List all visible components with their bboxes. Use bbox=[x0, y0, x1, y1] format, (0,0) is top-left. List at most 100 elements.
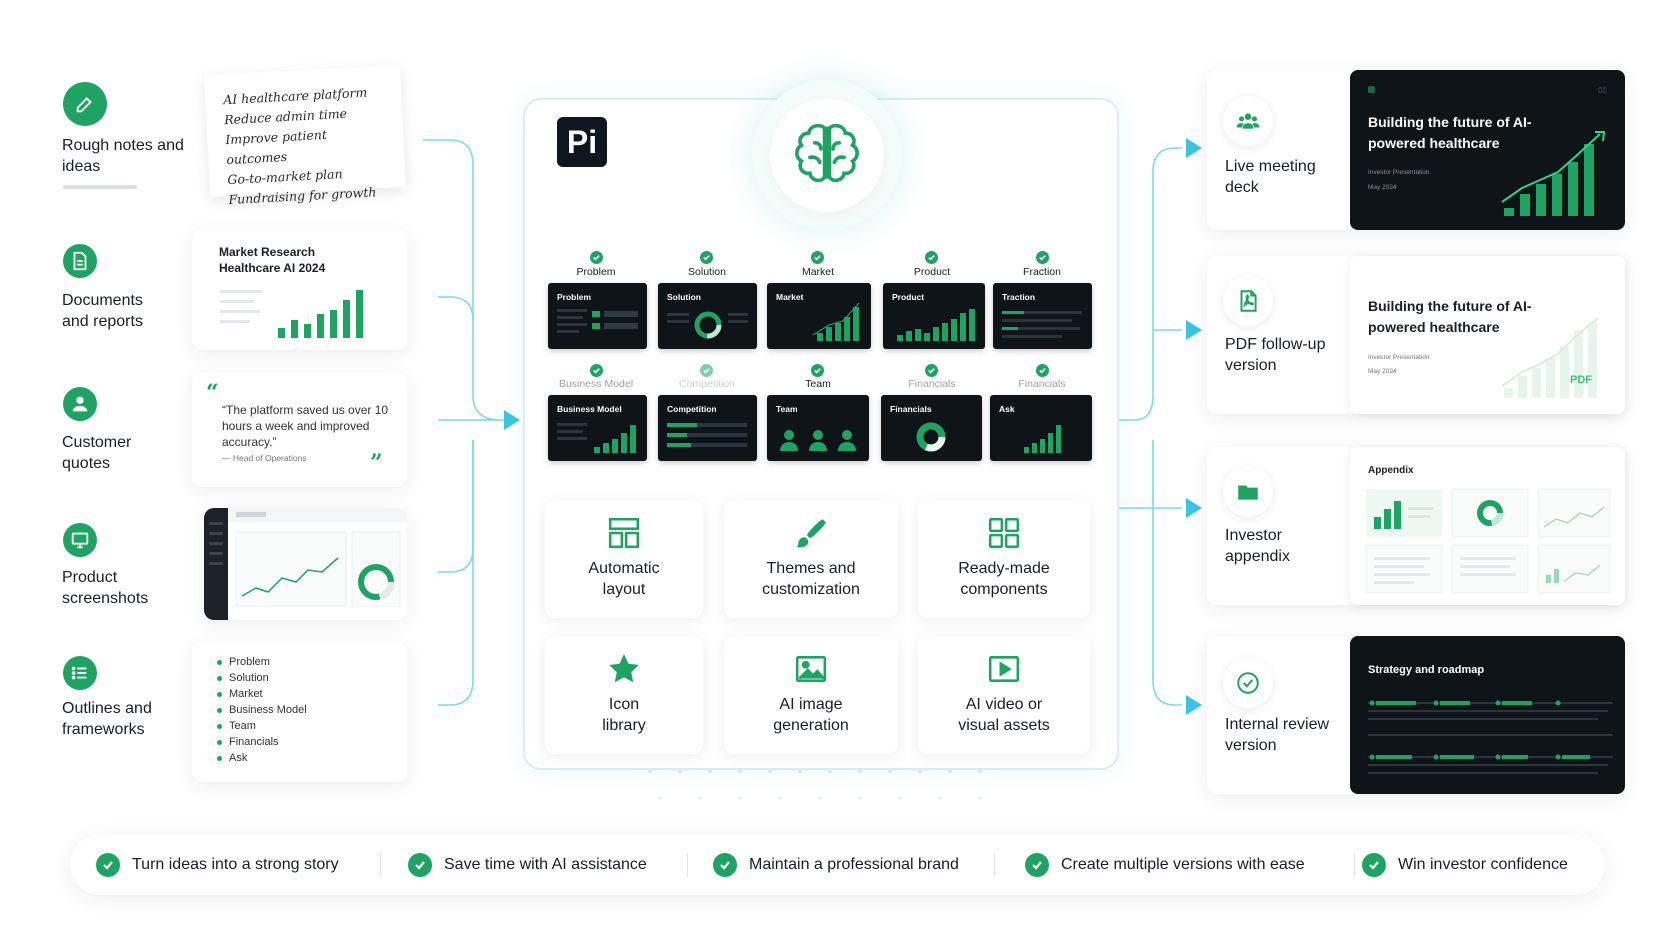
components-icon bbox=[988, 517, 1020, 549]
check-icon bbox=[590, 251, 603, 264]
brush-icon bbox=[796, 519, 826, 548]
check-icon bbox=[1036, 364, 1049, 377]
benefit-text: Create multiple versions with ease bbox=[1061, 856, 1305, 873]
slide-title: Solution bbox=[667, 292, 701, 302]
open-quote-icon: “ bbox=[206, 380, 219, 406]
pdf-sub1: Investor Presentation bbox=[1368, 354, 1430, 361]
feature-components: Ready-made components bbox=[918, 500, 1090, 618]
benefit-text: Maintain a professional brand bbox=[749, 856, 959, 873]
step-label: Fraction bbox=[1023, 266, 1061, 278]
check-icon bbox=[590, 364, 603, 377]
check-icon bbox=[408, 853, 432, 877]
roadmap-timeline bbox=[1368, 700, 1613, 774]
list-item: Solution bbox=[217, 670, 307, 686]
benefit-item: Maintain a professional brand bbox=[713, 835, 959, 895]
benefit-item: Save time with AI assistance bbox=[408, 835, 647, 895]
slide-thumbnail: Ask bbox=[990, 395, 1092, 461]
feature-label: AI image generation bbox=[773, 696, 849, 734]
market-research-chart bbox=[220, 290, 363, 338]
check-icon bbox=[925, 364, 938, 377]
check-icon bbox=[1025, 853, 1049, 877]
feature-label: AI video or visual assets bbox=[958, 696, 1050, 734]
rough-notes-label: Rough notes and ideas bbox=[62, 137, 184, 175]
live-deck-sub2: May 2024 bbox=[1368, 184, 1397, 191]
step-label: Solution bbox=[688, 266, 726, 278]
check-icon bbox=[713, 853, 737, 877]
check-icon bbox=[96, 853, 120, 877]
customer-quote-card: “ “The platform saved us over 10 hours a… bbox=[192, 372, 407, 487]
list-item: Business Model bbox=[217, 702, 307, 718]
list-item: Problem bbox=[217, 654, 307, 670]
slide-title: Market bbox=[776, 292, 804, 302]
output-appendix: Investor appendix Appendix bbox=[1207, 447, 1625, 605]
feature-label: Automatic layout bbox=[588, 560, 660, 598]
check-icon bbox=[700, 364, 713, 377]
brain-icon bbox=[770, 98, 884, 212]
slide-title: Financials bbox=[890, 404, 932, 414]
connector-documents bbox=[438, 296, 474, 321]
pi-logo: Pi bbox=[557, 117, 607, 167]
outline-card: Problem Solution Market Business Model T… bbox=[192, 642, 407, 782]
slide-title: Traction bbox=[1002, 292, 1036, 302]
outlines-label: Outlines and frameworks bbox=[62, 700, 152, 738]
benefits-bar: Turn ideas into a strong story Save time… bbox=[70, 835, 1605, 895]
feature-label: Icon library bbox=[602, 696, 646, 734]
appendix-label: Investor appendix bbox=[1225, 527, 1290, 565]
appendix-title: Appendix bbox=[1368, 465, 1414, 476]
feature-ai-video: AI video or visual assets bbox=[918, 636, 1090, 754]
benefit-divider bbox=[994, 853, 995, 877]
live-deck-title: Building the future of AI-powered health… bbox=[1368, 114, 1532, 151]
star-icon bbox=[609, 654, 639, 683]
rough-notes-paper: AI healthcare platform Reduce admin time… bbox=[203, 64, 407, 207]
check-icon bbox=[811, 364, 824, 377]
connector-outlines bbox=[438, 440, 474, 706]
benefit-divider bbox=[1354, 853, 1355, 877]
dashboard-thumbnail bbox=[204, 508, 407, 620]
close-quote-icon: ” bbox=[370, 450, 383, 476]
appendix-grid bbox=[1365, 488, 1611, 594]
arrow-live bbox=[1186, 138, 1202, 158]
check-circle-icon bbox=[1223, 658, 1273, 708]
benefit-item: Win investor confidence bbox=[1362, 835, 1568, 895]
slide-title: Competition bbox=[667, 404, 717, 414]
product-screenshot-card bbox=[204, 508, 407, 620]
step-label: Business Model bbox=[558, 378, 634, 390]
arrow-appendix bbox=[1186, 498, 1202, 518]
slide-thumbnail: Financials bbox=[881, 395, 982, 461]
connector-live bbox=[1119, 147, 1182, 421]
outline-list: Problem Solution Market Business Model T… bbox=[217, 654, 307, 766]
connector-internal bbox=[1152, 440, 1182, 706]
slide-thumbnail: Team bbox=[767, 395, 869, 461]
check-icon bbox=[811, 251, 824, 264]
benefit-item: Create multiple versions with ease bbox=[1025, 835, 1305, 895]
check-icon bbox=[700, 251, 713, 264]
connector-notes bbox=[423, 139, 512, 421]
live-deck-preview: 01 Building the future of AI-powered hea… bbox=[1350, 70, 1625, 230]
quote-text: “The platform saved us over 10 hours a w… bbox=[222, 403, 389, 449]
benefit-divider bbox=[687, 853, 688, 877]
feature-label: Ready-made components bbox=[958, 560, 1050, 598]
market-research-subtitle: Healthcare AI 2024 bbox=[219, 261, 326, 275]
step-label: Financials bbox=[1018, 378, 1066, 390]
connector-screenshots bbox=[438, 440, 474, 573]
arrow-pdf bbox=[1186, 320, 1202, 340]
benefit-divider bbox=[380, 853, 381, 877]
appendix-preview: Appendix bbox=[1350, 447, 1625, 605]
document-icon bbox=[63, 244, 97, 278]
list-item: Ask bbox=[217, 750, 307, 766]
slide-title: Problem bbox=[557, 292, 592, 302]
feature-icon-library: Icon library bbox=[545, 636, 703, 754]
decorative-dots bbox=[648, 769, 982, 800]
feature-automatic-layout: Automatic layout bbox=[545, 500, 703, 618]
benefit-text: Turn ideas into a strong story bbox=[132, 856, 339, 873]
slide-thumbnail: Traction bbox=[993, 283, 1092, 349]
pdf-badge: PDF bbox=[1570, 374, 1592, 386]
pdf-label: PDF follow-up version bbox=[1225, 336, 1326, 374]
output-pdf: PDF follow-up version Building the futur… bbox=[1207, 256, 1625, 414]
step-label: Team bbox=[805, 378, 831, 390]
list-item: Market bbox=[217, 686, 307, 702]
pdf-title: Building the future of AI-powered health… bbox=[1368, 298, 1532, 335]
arrow-into-center bbox=[504, 410, 520, 430]
step-label: Problem bbox=[576, 266, 616, 278]
step-label: Market bbox=[801, 266, 835, 278]
